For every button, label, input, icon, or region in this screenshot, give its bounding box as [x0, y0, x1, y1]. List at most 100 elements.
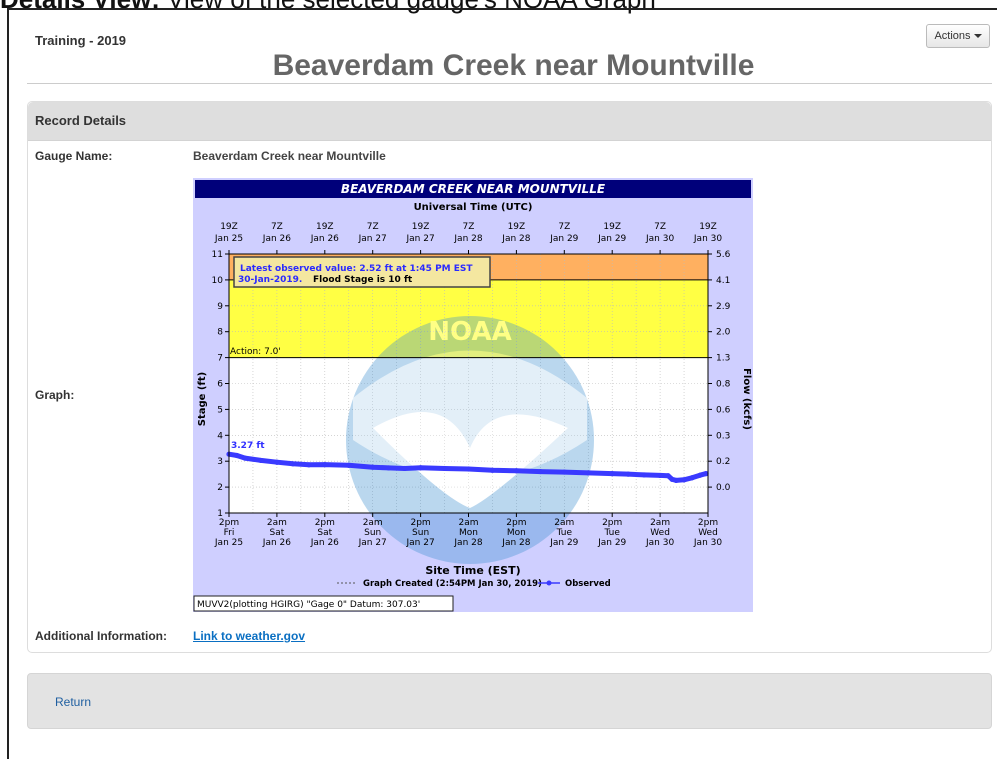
series-point-0-22 — [641, 472, 647, 478]
series-point-0-8 — [346, 462, 352, 468]
action-stage-label: Action: 7.0' — [230, 347, 281, 357]
stage-tick-label-5: 5 — [217, 405, 223, 415]
utc-tick-hour-7: 7Z — [558, 222, 570, 232]
stage-tick-label-6: 6 — [217, 380, 223, 390]
annotation-box — [233, 256, 491, 288]
site-tick-label-3-2: Jan 27 — [358, 538, 387, 548]
weather-gov-link[interactable]: Link to weather.gov — [193, 629, 306, 643]
graph-title: BEAVERDAM CREEK NEAR MOUNTVILLE — [341, 182, 606, 196]
site-tick-label-9-0: 2am — [650, 518, 670, 528]
site-tick-label-1-2: Jan 26 — [262, 538, 291, 548]
site-tick-label-1-1: Sat — [270, 528, 285, 538]
utc-tick-date-9: Jan 30 — [645, 234, 674, 244]
actions-label: Actions — [934, 30, 971, 42]
series-point-0-26 — [673, 477, 679, 483]
gauge-name-value: Beaverdam Creek near Mountville — [193, 149, 386, 163]
flow-tick-label-4.1: 4.1 — [716, 276, 730, 286]
stage-tick-label-8: 8 — [217, 328, 223, 338]
flow-axis-label: Flow (kcfs) — [741, 368, 752, 430]
site-tick-label-0-1: Fri — [224, 528, 235, 538]
stage-tick-label-2: 2 — [217, 483, 223, 493]
flow-tick-label-2.0: 2.0 — [716, 328, 731, 338]
site-tick-label-1-0: 2am — [267, 518, 287, 528]
hydrograph-svg: BEAVERDAM CREEK NEAR MOUNTVILLE Universa… — [193, 178, 753, 612]
page-title: Beaverdam Creek near Mountville — [272, 49, 755, 82]
site-tick-label-5-1: Mon — [459, 528, 478, 538]
utc-tick-date-1: Jan 26 — [262, 234, 291, 244]
utc-tick-hour-3: 7Z — [367, 222, 379, 232]
utc-tick-date-3: Jan 27 — [358, 234, 387, 244]
series-point-0-5 — [290, 461, 296, 467]
utc-tick-hour-10: 19Z — [699, 222, 717, 232]
utc-tick-hour-9: 7Z — [654, 222, 666, 232]
series-point-0-18 — [561, 469, 567, 475]
stage-tick-label-4: 4 — [217, 431, 223, 441]
datum-box — [193, 595, 454, 612]
legend-observed-text: Observed — [565, 579, 611, 589]
utc-tick-hour-6: 19Z — [508, 222, 526, 232]
series-point-0-14 — [465, 466, 472, 472]
series-point-0-21 — [625, 471, 631, 477]
site-tick-label-3-1: Sun — [364, 528, 381, 538]
site-tick-label-2-0: 2pm — [315, 518, 335, 528]
series-point-0-16 — [513, 468, 519, 474]
graph-title-bar — [195, 180, 751, 198]
site-tick-label-0-0: 2pm — [219, 518, 239, 528]
stage-tick-label-3: 3 — [217, 457, 223, 467]
utc-tick-date-0: Jan 25 — [214, 234, 243, 244]
flow-tick-label-0.2: 0.2 — [716, 457, 730, 467]
noaa-watermark: NOAA — [346, 316, 594, 564]
breadcrumb: Training - 2019 — [35, 33, 127, 48]
series-point-0-6 — [306, 462, 312, 468]
flow-tick-label-1.3: 1.3 — [716, 354, 730, 364]
panel-heading: Record Details — [28, 102, 991, 141]
caret-down-icon — [973, 34, 982, 38]
utc-tick-date-6: Jan 28 — [501, 234, 530, 244]
site-tick-label-7-0: 2am — [554, 518, 574, 528]
series-point-0-23 — [657, 472, 663, 479]
site-tick-label-7-1: Tue — [556, 528, 573, 538]
site-tick-label-8-2: Jan 29 — [597, 538, 626, 548]
site-tick-label-3-0: 2am — [363, 518, 383, 528]
series-point-0-10 — [386, 465, 392, 471]
site-tick-label-6-0: 2pm — [506, 518, 526, 528]
utc-tick-hour-8: 19Z — [603, 222, 621, 232]
annotation-line-1: Latest observed value: 2.52 ft at 1:45 P… — [240, 264, 473, 274]
legend-created-text: Graph Created (2:54PM Jan 30, 2019) — [363, 579, 542, 589]
first-value-label: 3.27 ft — [231, 441, 265, 451]
series-point-0-29 — [697, 472, 703, 478]
flow-tick-label-0.3: 0.3 — [716, 431, 730, 441]
noaa-wordmark: NOAA — [428, 317, 511, 347]
series-point-0-1 — [234, 452, 240, 459]
site-tick-label-4-0: 2pm — [410, 518, 430, 528]
site-tick-label-4-1: Sun — [412, 528, 429, 538]
utc-tick-date-5: Jan 28 — [453, 234, 482, 244]
utc-tick-date-10: Jan 30 — [693, 234, 722, 244]
actions-button[interactable]: Actions — [926, 24, 990, 48]
site-tick-label-10-2: Jan 30 — [693, 538, 722, 548]
series-point-0-19 — [585, 470, 591, 476]
site-tick-label-8-1: Tue — [604, 528, 621, 538]
flow-axis-ticks: 0.00.20.30.60.81.32.02.94.15.6 — [708, 250, 731, 493]
series-point-0-30 — [703, 471, 709, 477]
page-caption: Details View: View of the selected gauge… — [0, 0, 656, 15]
series-point-0-3 — [258, 457, 264, 464]
window-frame-left — [7, 8, 9, 759]
series-point-0-9 — [370, 464, 376, 470]
site-tick-label-10-0: 2pm — [698, 518, 718, 528]
site-tick-label-10-1: Wed — [698, 528, 718, 538]
flow-tick-label-0.0: 0.0 — [716, 483, 731, 493]
series-point-0-13 — [441, 465, 448, 472]
series-point-0-15 — [489, 467, 496, 473]
site-tick-label-6-2: Jan 28 — [501, 538, 530, 548]
utc-tick-date-8: Jan 29 — [597, 234, 626, 244]
utc-tick-hour-1: 7Z — [271, 222, 283, 232]
return-link[interactable]: Return — [55, 695, 92, 709]
series-point-0-2 — [242, 455, 248, 461]
datum-label: MUVV2(plotting HGIRG) "Gage 0" Datum: 30… — [197, 600, 420, 610]
footer-bar — [27, 673, 992, 729]
site-tick-label-5-2: Jan 28 — [453, 538, 482, 548]
site-tick-label-4-2: Jan 27 — [406, 538, 435, 548]
